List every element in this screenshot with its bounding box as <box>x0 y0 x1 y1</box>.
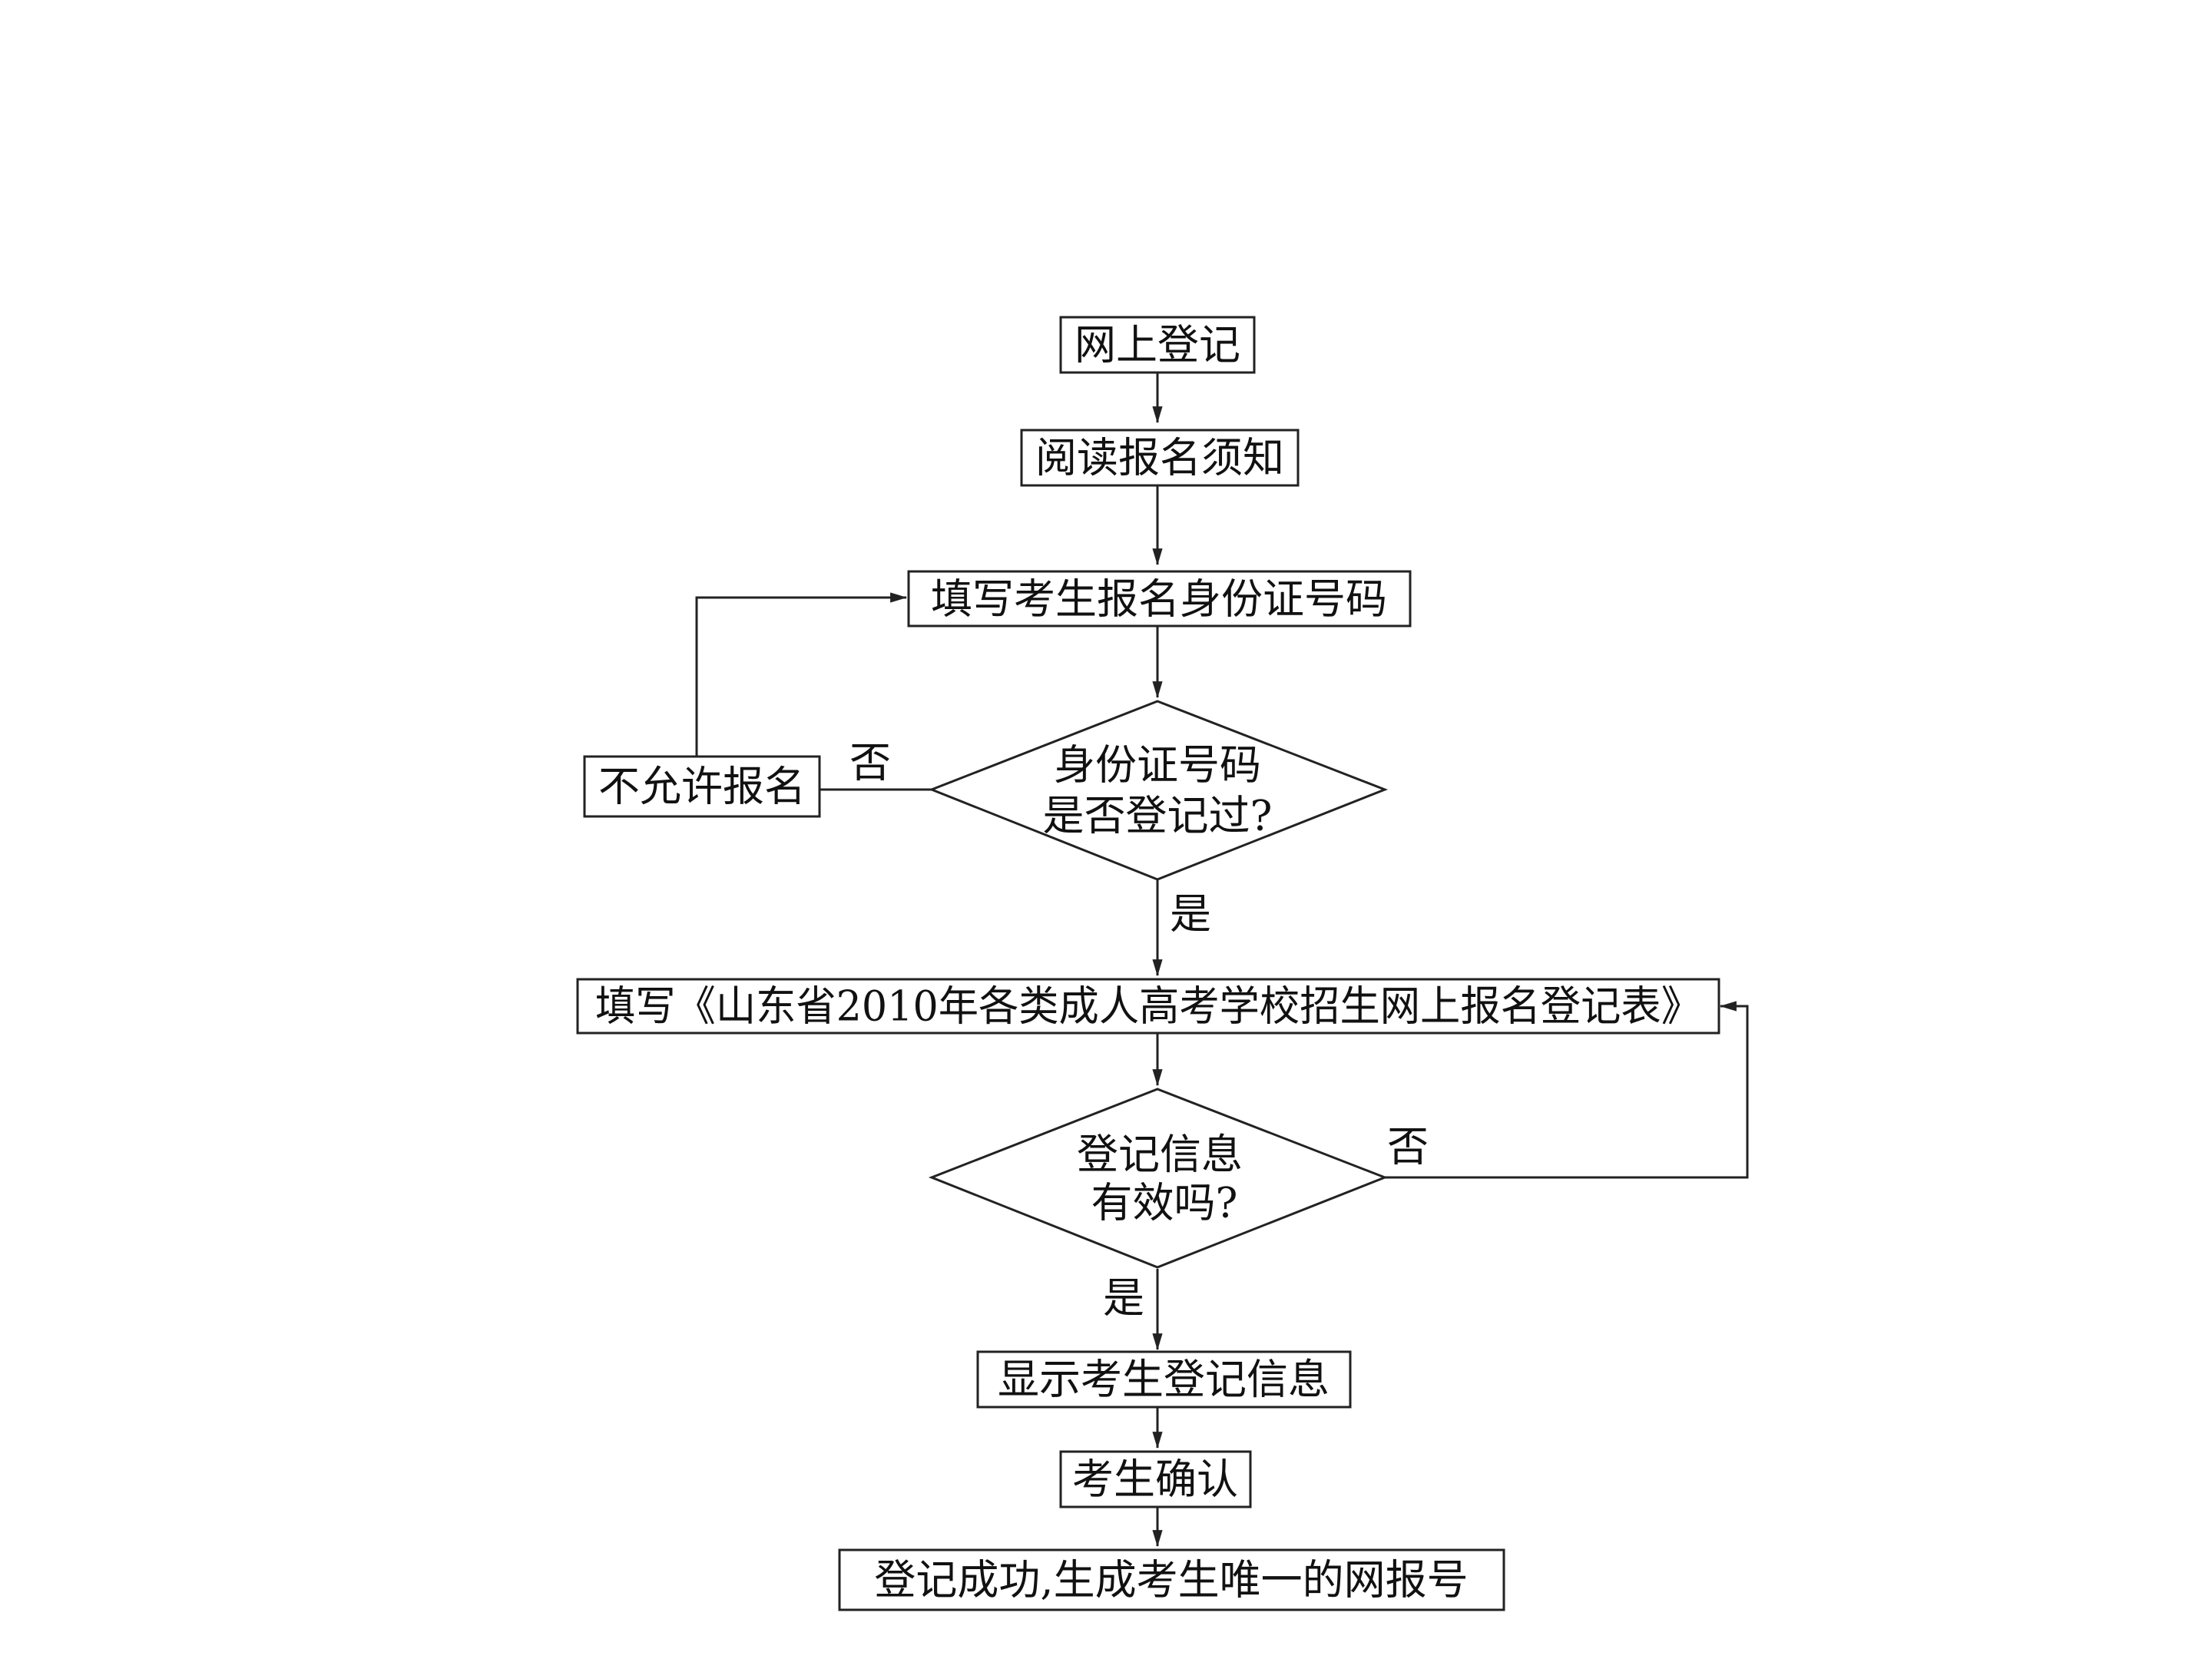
node-confirm-label: 考生确认 <box>1072 1455 1238 1504</box>
node-check-registered: 身份证号码 是否登记过? <box>928 700 1389 881</box>
node-online-register: 网上登记 <box>1059 316 1256 374</box>
node-check-valid: 登记信息 有效吗? <box>928 1088 1389 1269</box>
edge-valid-no-loop-back <box>1385 1001 1749 1179</box>
node-read-notice: 阅读报名须知 <box>1020 429 1300 487</box>
node-success-label: 登记成功,生成考生唯一的网报号 <box>874 1556 1468 1604</box>
node-check-registered-label-line2: 是否登记过? <box>1043 792 1273 840</box>
node-check-registered-label-line1: 身份证号码 <box>1054 741 1261 790</box>
node-show-info-label: 显示考生登记信息 <box>998 1356 1330 1404</box>
node-confirm: 考生确认 <box>1059 1450 1252 1508</box>
node-fill-form-label: 填写《山东省2010年各类成人高考学校招生网上报名登记表》 <box>595 982 1701 1031</box>
node-fill-id-label: 填写考生报名身份证号码 <box>931 575 1387 624</box>
label-no-1: 否 <box>849 739 891 787</box>
node-not-allowed: 不允许报名 <box>583 755 821 818</box>
label-no-2: 否 <box>1387 1123 1429 1171</box>
node-read-notice-label: 阅读报名须知 <box>1035 434 1284 482</box>
edge-not-allowed-loop-back <box>695 592 908 757</box>
label-yes-1: 是 <box>1170 890 1211 939</box>
edges <box>695 373 1749 1548</box>
label-yes-2: 是 <box>1103 1274 1144 1323</box>
node-check-valid-label-line2: 有效吗? <box>1091 1179 1238 1227</box>
node-show-info: 显示考生登记信息 <box>976 1350 1352 1409</box>
node-online-register-label: 网上登记 <box>1075 321 1240 369</box>
node-check-valid-label-line1: 登记信息 <box>1077 1131 1243 1179</box>
node-success: 登记成功,生成考生唯一的网报号 <box>838 1548 1505 1611</box>
node-not-allowed-label: 不允许报名 <box>598 763 806 811</box>
node-fill-id: 填写考生报名身份证号码 <box>907 570 1412 628</box>
node-fill-form: 填写《山东省2010年各类成人高考学校招生网上报名登记表》 <box>576 978 1720 1035</box>
